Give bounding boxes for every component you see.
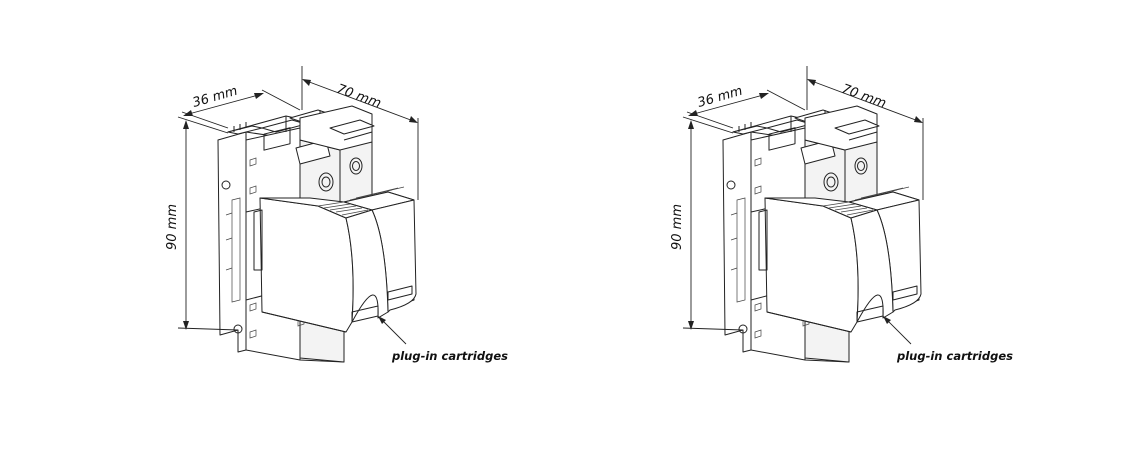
device-drawing-1: 90 mm 36 mm 70 mm plug-in cartridges	[165, 66, 508, 363]
cartridge-callout: plug-in cartridges	[378, 316, 508, 363]
height-label: 90 mm	[670, 204, 685, 250]
depth-label: 70 mm	[840, 82, 888, 112]
device-figure-2: 90 mm 36 mm 70 mm plug-in cartridges	[505, 0, 1075, 450]
cartridge-callout: plug-in cartridges	[883, 316, 1013, 363]
device-figure-1: 90 mm 36 mm 70 mm plug-in cartridges	[165, 66, 508, 363]
height-dimension: 90 mm	[165, 116, 239, 331]
callout-label: plug-in cartridges	[391, 349, 508, 363]
height-dimension: 90 mm	[670, 116, 744, 331]
depth-label: 70 mm	[335, 82, 383, 112]
surge-protector-device-icon	[722, 105, 922, 363]
height-label: 90 mm	[165, 204, 180, 250]
device-drawing-2: 90 mm 36 mm 70 mm plug-in cartridges	[670, 66, 1013, 363]
callout-label: plug-in cartridges	[896, 349, 1013, 363]
surge-protector-device-icon	[217, 105, 417, 363]
